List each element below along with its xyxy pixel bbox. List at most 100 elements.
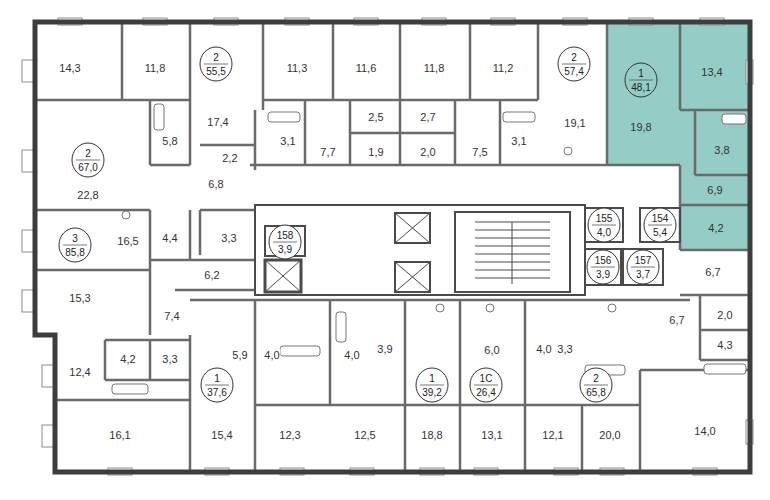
interior-walls: [35, 22, 750, 472]
apartment-area: 57,4: [564, 66, 583, 77]
apartment-number: 154: [652, 213, 669, 224]
apartment-number: 1: [429, 373, 435, 384]
room-area: 11,3: [286, 62, 309, 74]
marker-ellipse: [627, 250, 659, 284]
room-area: 7,4: [163, 310, 180, 322]
building-core: [255, 205, 680, 295]
room-area: 12,3: [278, 429, 301, 441]
marker-outline: [587, 207, 621, 243]
room-area: 13,1: [480, 429, 503, 441]
sink: [122, 211, 130, 219]
room-area: 1,9: [367, 146, 384, 158]
storage-box: [585, 208, 623, 242]
marker-outline: [469, 367, 503, 403]
stair-steps: [475, 222, 550, 284]
room-area: 12,5: [353, 429, 376, 441]
room-area: 5,9: [231, 349, 248, 361]
room-area: 15,3: [68, 292, 91, 304]
room-area: 6,0: [483, 344, 500, 356]
apartment-area: 48,1: [631, 82, 650, 93]
marker-divider: [629, 80, 653, 81]
sink: [608, 304, 616, 312]
apartment-number: 155: [596, 213, 613, 224]
room-area: 6,7: [704, 266, 721, 278]
room-area: 3,1: [510, 135, 527, 147]
sink: [436, 304, 444, 312]
room-area: 3,3: [161, 353, 178, 365]
apartment-number: 2: [593, 373, 599, 384]
marker-outline: [415, 367, 449, 403]
room-area: 16,1: [108, 429, 131, 441]
apartment-number: 158: [277, 230, 294, 241]
marker-outline: [579, 367, 613, 403]
bathtub: [280, 346, 320, 356]
apartment-area: 67,0: [78, 162, 97, 173]
elevator: [265, 260, 301, 292]
room-area: 11,6: [355, 62, 378, 74]
room-area: 16,5: [116, 235, 139, 247]
room-area: 6,2: [203, 269, 220, 281]
room-area: 17,4: [206, 116, 229, 128]
apartment-marker: 1С26,4: [469, 367, 503, 403]
room-area: 4,0: [343, 349, 360, 361]
marker-divider: [631, 267, 655, 268]
apartment-marker: 1583,9: [268, 224, 302, 260]
bathtub: [112, 384, 148, 394]
marker-divider: [205, 385, 229, 386]
apartment-area: 3,9: [278, 244, 292, 255]
apartment-number: 156: [595, 255, 612, 266]
apartment-area: 4,0: [597, 227, 611, 238]
room-area: 6,9: [706, 184, 723, 196]
apartment-number: 157: [635, 255, 652, 266]
apartment-marker: 1573,7: [626, 249, 660, 285]
apartment-marker: 137,6: [200, 367, 234, 403]
marker-divider: [648, 225, 672, 226]
storage-box: [585, 249, 621, 285]
apartment-marker: 1554,0: [587, 207, 621, 243]
storage-box: [640, 208, 680, 242]
room-area: 11,8: [423, 62, 446, 74]
room-area: 2,7: [419, 111, 436, 123]
elevator-cross: [265, 260, 301, 292]
marker-ellipse: [587, 250, 619, 284]
room-area: 19,8: [629, 121, 652, 133]
apartment-marker: 267,0: [71, 142, 105, 178]
room-area: 4,3: [716, 339, 733, 351]
room-area: 11,2: [492, 62, 515, 74]
apartment-number: 1С: [480, 373, 493, 384]
marker-ellipse: [644, 208, 676, 242]
room-area: 2,0: [419, 146, 436, 158]
marker-ellipse: [201, 368, 233, 402]
apartment-number: 1: [214, 373, 220, 384]
room-area: 4,2: [707, 222, 724, 234]
marker-divider: [273, 242, 297, 243]
marker-ellipse: [558, 47, 590, 81]
marker-ellipse: [588, 208, 620, 242]
marker-ellipse: [72, 143, 104, 177]
marker-divider: [584, 385, 608, 386]
marker-outline: [58, 227, 92, 263]
marker-ellipse: [470, 368, 502, 402]
apartment-area: 85,8: [65, 247, 84, 258]
apartment-area: 5,4: [653, 227, 667, 238]
room-area: 20,0: [598, 429, 621, 441]
room-area: 13,4: [700, 66, 723, 78]
room-area: 3,3: [556, 343, 573, 355]
room-area: 14,3: [58, 62, 81, 74]
staircase: [455, 212, 570, 292]
marker-outline: [624, 62, 658, 98]
room-area: 7,5: [471, 146, 488, 158]
apartment-marker: 257,4: [557, 46, 591, 82]
bathtub: [503, 112, 535, 122]
marker-divider: [562, 64, 586, 65]
apartment-area: 3,9: [596, 269, 610, 280]
room-area: 2,2: [221, 152, 238, 164]
room-area: 7,7: [319, 146, 336, 158]
room-area: 3,9: [376, 343, 393, 355]
room-area: 22,8: [76, 189, 99, 201]
room-area: 15,4: [210, 429, 233, 441]
marker-ellipse: [200, 47, 232, 81]
bathtub: [268, 112, 300, 122]
bathtub: [722, 114, 746, 124]
apartment-area: 65,8: [586, 387, 605, 398]
